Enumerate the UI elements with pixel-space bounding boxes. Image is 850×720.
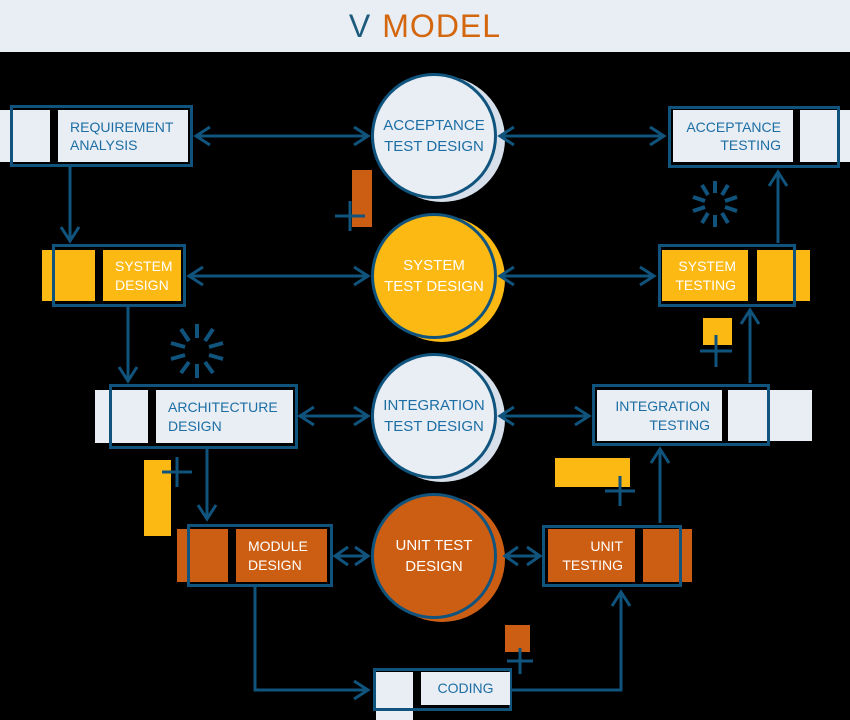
arrow-integration-td-integration-testing — [497, 405, 592, 427]
orange-square-accent-bottom — [505, 625, 530, 652]
unit-test-design-label: UNIT TEST DESIGN — [395, 537, 473, 575]
arrow-unittesting-to-integrationtesting — [649, 446, 671, 523]
spark-icon-right — [692, 181, 738, 227]
system-testing-label: SYSTEM TESTING — [662, 250, 748, 301]
architecture-design-label: ARCHITECTURE DESIGN — [156, 390, 293, 443]
coding-label: CODING — [421, 672, 510, 705]
arrow-systemdesign-system-td — [186, 265, 371, 287]
orange-bar-accent — [352, 170, 372, 227]
coding-accent-square — [376, 672, 413, 720]
integration-testing-label: INTEGRATION TESTING — [597, 390, 722, 441]
system-design-accent-square — [42, 250, 95, 301]
arrow-architecture-to-moduledesign — [196, 449, 218, 522]
arrow-moduledesign-to-coding — [253, 587, 371, 701]
arrow-moduledesign-unit-td — [332, 545, 371, 567]
title-bar: V MODEL — [0, 0, 850, 52]
integration-testing-box — [592, 384, 770, 446]
acceptance-test-design-circle: ACCEPTANCE TEST DESIGN — [371, 73, 497, 199]
unit-testing-accent-square — [643, 529, 692, 582]
system-testing-accent-square — [757, 250, 810, 301]
yellow-bar-accent-horizontal — [555, 458, 630, 487]
arrow-systemtesting-to-acceptancetesting — [767, 169, 789, 243]
module-design-accent-square — [177, 529, 228, 582]
yellow-square-accent-right — [703, 318, 732, 345]
acceptance-test-design-label: ACCEPTANCE TEST DESIGN — [383, 117, 485, 155]
unit-testing-box — [542, 525, 682, 587]
requirement-analysis-accent-square — [0, 110, 50, 162]
yellow-bar-accent-left — [144, 460, 171, 536]
spark-icon-left — [170, 324, 224, 378]
architecture-design-box — [109, 384, 298, 449]
requirement-analysis-box — [10, 105, 193, 167]
integration-test-design-label: INTEGRATION TEST DESIGN — [383, 397, 485, 435]
arrow-integrationtesting-to-systemtesting — [739, 307, 761, 383]
title-model: MODEL — [382, 7, 502, 44]
title-v: V — [348, 7, 372, 44]
arrow-system-td-system-testing — [497, 265, 657, 287]
acceptance-testing-label: ACCEPTANCE TESTING — [673, 110, 793, 162]
module-design-label: MODULE DESIGN — [236, 529, 327, 582]
system-test-design-label: SYSTEM TEST DESIGN — [384, 257, 484, 295]
arrow-acceptance-td-acceptance-testing — [497, 125, 667, 147]
unit-test-design-circle: UNIT TEST DESIGN — [371, 493, 497, 619]
acceptance-testing-box — [668, 106, 840, 168]
arrow-unit-td-unit-testing — [502, 545, 543, 567]
system-design-box — [52, 244, 186, 307]
module-design-box — [187, 524, 333, 587]
arrow-requirement-acceptance-td — [193, 125, 371, 147]
arrow-requirement-to-systemdesign — [59, 167, 81, 244]
integration-testing-accent-square — [728, 390, 812, 441]
architecture-design-accent-square — [95, 390, 148, 443]
integration-test-design-circle: INTEGRATION TEST DESIGN — [371, 353, 497, 479]
coding-box — [373, 668, 512, 711]
unit-testing-label: UNIT TESTING — [548, 529, 635, 582]
system-testing-box — [658, 244, 796, 307]
system-test-design-circle: SYSTEM TEST DESIGN — [371, 213, 497, 339]
system-design-label: SYSTEM DESIGN — [103, 250, 181, 301]
acceptance-testing-accent-square — [800, 110, 850, 162]
requirement-analysis-label: REQUIREMENT ANALYSIS — [58, 110, 188, 162]
arrow-architecture-integration-td — [297, 405, 371, 427]
arrow-systemdesign-to-architecture — [117, 307, 139, 384]
